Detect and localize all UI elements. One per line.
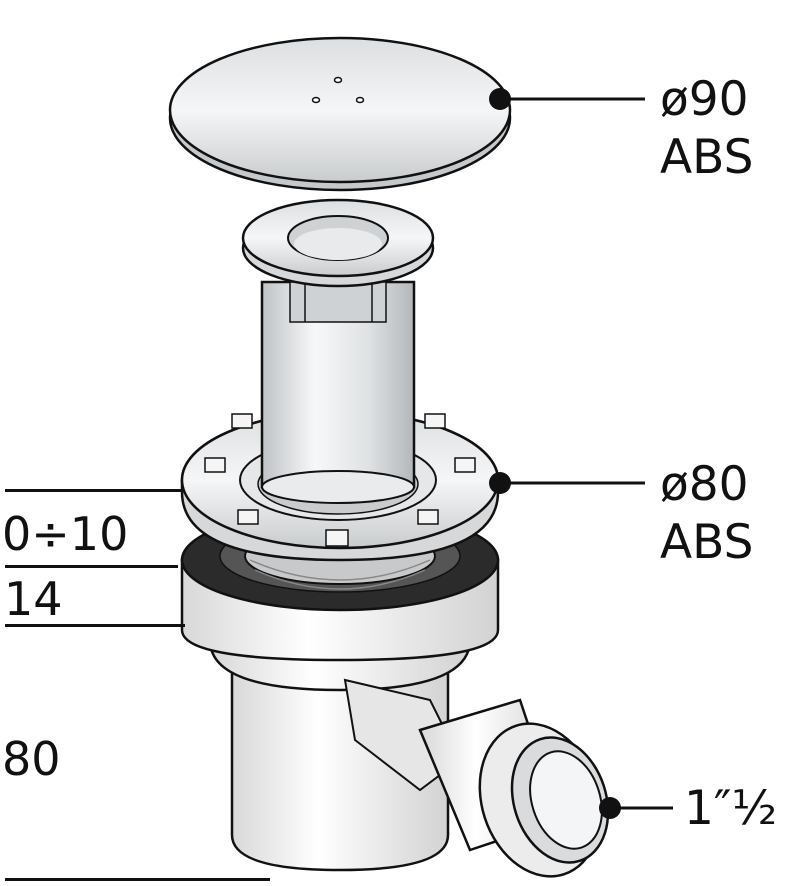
body-height-label: 80 bbox=[2, 732, 61, 786]
top-collar bbox=[241, 198, 435, 288]
cap-diameter-label: ø90 bbox=[660, 72, 749, 127]
standpipe bbox=[260, 280, 416, 504]
adjust-range-label: 0÷10 bbox=[2, 507, 129, 561]
flange-callout-dot bbox=[489, 472, 511, 494]
flange-material-label: ABS bbox=[660, 515, 754, 570]
cap-material-label: ABS bbox=[660, 130, 754, 185]
dim-line-3 bbox=[5, 624, 185, 627]
outlet-pipe bbox=[418, 698, 610, 878]
dim-line-bottom bbox=[5, 878, 270, 881]
flange-diameter-label: ø80 bbox=[660, 457, 749, 512]
dim-line-top bbox=[5, 489, 183, 492]
dim-line-2 bbox=[5, 565, 178, 568]
ring-height-label: 14 bbox=[4, 572, 63, 626]
cap-callout-dot bbox=[489, 88, 511, 110]
cap-disc bbox=[168, 36, 512, 192]
outlet-thread-label: 1″½ bbox=[684, 781, 778, 836]
outlet-callout-dot bbox=[599, 797, 621, 819]
